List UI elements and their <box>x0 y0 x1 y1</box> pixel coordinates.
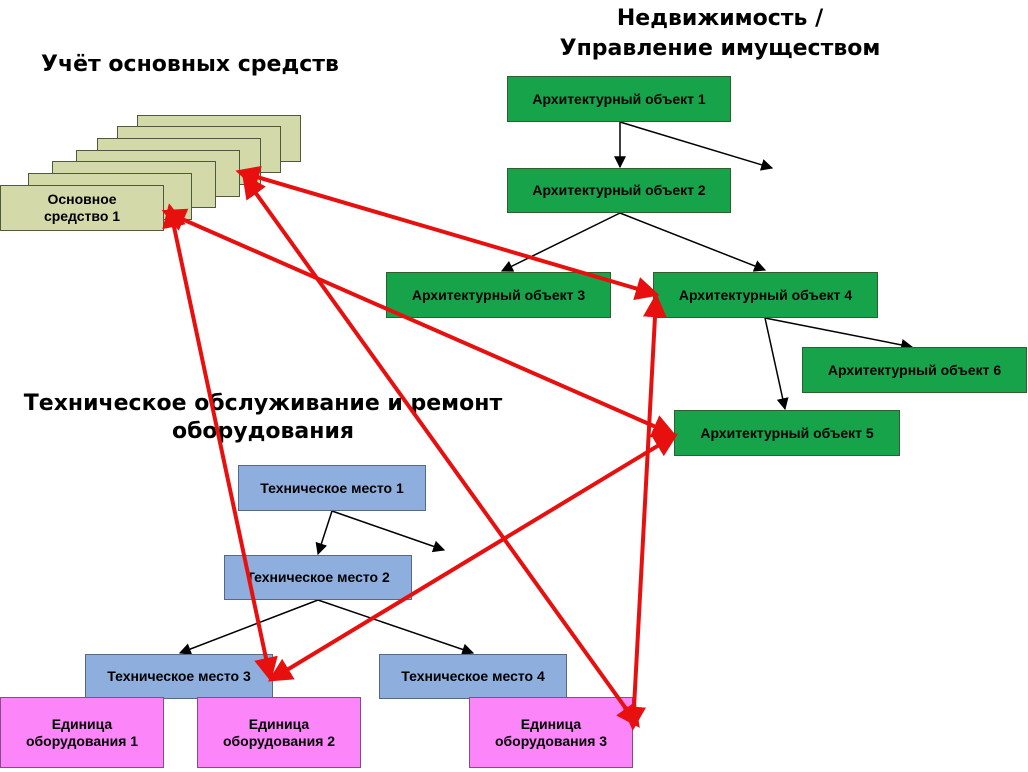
fixed-asset-1[interactable]: Основное средство 1 <box>0 185 164 231</box>
heading-real-estate-line2: Управление имуществом <box>559 36 881 61</box>
arrow-arch4-to-arch5 <box>764 317 789 411</box>
tech-place-1[interactable]: Техническое место 1 <box>238 465 426 511</box>
arrow-arch2-to-arch3 <box>500 212 621 272</box>
heading-real-estate: Недвижимость / Управление имуществом <box>520 4 920 64</box>
heading-maintenance: Техническое обслуживание и ремонт оборуд… <box>0 390 526 446</box>
heading-fixed-assets: Учёт основных средств <box>41 52 339 77</box>
arrow-tech1-to-tech2 <box>315 510 333 556</box>
arrow-tech1-to-continuation <box>331 510 446 553</box>
arrow-arch1-to-continuation <box>619 121 774 171</box>
tech-place-3[interactable]: Техническое место 3 <box>85 654 273 699</box>
arrow-tech2-to-tech3 <box>178 599 319 655</box>
arrow-arch2-to-arch4 <box>619 212 767 272</box>
arch-object-1[interactable]: Архитектурный объект 1 <box>507 76 731 122</box>
arrow-tech2-to-tech4 <box>317 599 475 656</box>
tech-place-2[interactable]: Техническое место 2 <box>224 555 412 600</box>
equipment-unit-2[interactable]: Единица оборудования 2 <box>197 697 361 768</box>
arch-object-3[interactable]: Архитектурный объект 3 <box>386 272 611 318</box>
equipment-unit-1[interactable]: Единица оборудования 1 <box>0 697 164 768</box>
arch-object-2[interactable]: Архитектурный объект 2 <box>507 168 731 213</box>
heading-maintenance-line2: оборудования <box>171 419 355 444</box>
tech-place-4[interactable]: Техническое место 4 <box>379 654 567 699</box>
arch-object-5[interactable]: Архитектурный объект 5 <box>674 410 900 456</box>
arch-object-4[interactable]: Архитектурный объект 4 <box>653 272 878 318</box>
heading-real-estate-line1: Недвижимость / <box>616 6 824 31</box>
arch-object-6[interactable]: Архитектурный объект 6 <box>802 347 1027 393</box>
heading-maintenance-line1: Техническое обслуживание и ремонт <box>23 391 503 416</box>
equipment-unit-3[interactable]: Единица оборудования 3 <box>469 697 633 768</box>
arrow-arch4-to-arch6 <box>764 317 914 351</box>
